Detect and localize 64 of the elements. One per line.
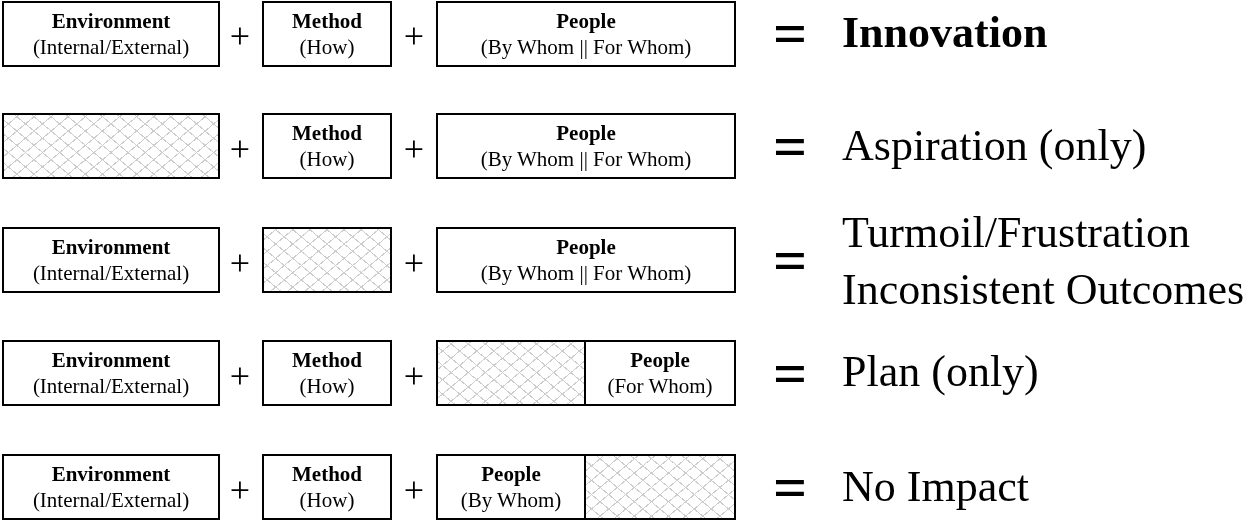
box-subtitle: (How) [299,373,355,399]
plus-sign: + [229,245,251,281]
box-heading: Method [292,347,362,373]
box-heading: Environment [51,461,171,487]
equals-sign: = [772,230,808,290]
hatched-box [584,454,736,520]
hatched-box [2,113,220,179]
box-subtitle: (Internal/External) [32,260,190,286]
box-subtitle: (By Whom || For Whom) [480,260,692,286]
outcome-label: Turmoil/Frustration [842,211,1190,255]
factor-box [262,340,392,406]
box-subtitle: (How) [299,146,355,172]
factor-box [262,1,392,67]
box-subtitle: (How) [299,34,355,60]
plus-sign: + [403,131,425,167]
plus-sign: + [403,18,425,54]
box-subtitle: (How) [299,487,355,513]
outcome-label: No Impact [842,465,1029,509]
factor-box [2,1,220,67]
box-heading: People [556,120,616,146]
factor-box [262,113,392,179]
box-heading: People [556,8,616,34]
box-heading: Environment [51,347,171,373]
outcome-label: Aspiration (only) [842,124,1147,168]
hatched-box [436,340,586,406]
box-heading: People [481,461,541,487]
equals-sign: = [772,3,808,63]
box-heading: People [630,347,690,373]
plus-sign: + [403,245,425,281]
factor-box [2,227,220,293]
box-heading: Environment [51,234,171,260]
plus-sign: + [403,358,425,394]
factor-box [2,340,220,406]
factor-box [262,454,392,520]
factor-box [2,454,220,520]
plus-sign: + [403,472,425,508]
plus-sign: + [229,358,251,394]
plus-sign: + [229,131,251,167]
box-heading: Method [292,461,362,487]
equals-sign: = [772,343,808,403]
outcome-label: Inconsistent Outcomes [842,268,1245,312]
box-subtitle: (Internal/External) [32,34,190,60]
box-subtitle: (Internal/External) [32,487,190,513]
box-subtitle: (For Whom) [607,373,713,399]
factor-box [436,454,586,520]
hatched-box [262,227,392,293]
plus-sign: + [229,472,251,508]
box-subtitle: (By Whom || For Whom) [480,34,692,60]
box-subtitle: (Internal/External) [32,373,190,399]
box-heading: Method [292,120,362,146]
plus-sign: + [229,18,251,54]
box-subtitle: (By Whom) [460,487,562,513]
equals-sign: = [772,457,808,517]
outcome-label: Plan (only) [842,350,1039,394]
box-heading: Method [292,8,362,34]
box-subtitle: (By Whom || For Whom) [480,146,692,172]
box-heading: People [556,234,616,260]
outcome-label: Innovation [842,11,1048,55]
box-heading: Environment [51,8,171,34]
factor-box [436,113,736,179]
equals-sign: = [772,116,808,176]
factor-box [436,1,736,67]
factor-box [436,227,736,293]
factor-box [584,340,736,406]
